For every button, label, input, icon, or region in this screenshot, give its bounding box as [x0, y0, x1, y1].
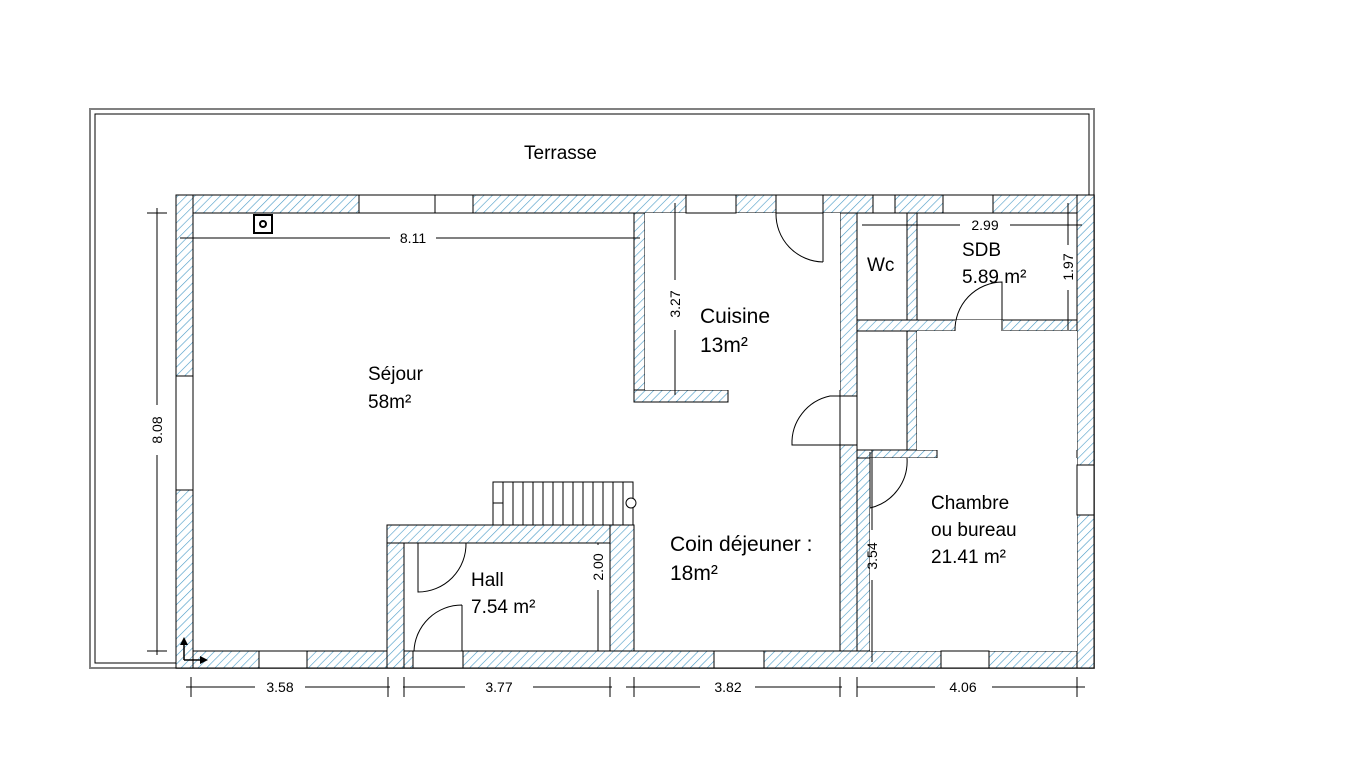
dim-bottom-4: 4.06	[949, 679, 976, 695]
dimension-lines	[147, 203, 1085, 697]
room-cuisine-label: Cuisine	[700, 305, 770, 328]
wall-hall-right	[609, 524, 635, 652]
room-chambre-label: Chambre	[931, 493, 1009, 514]
room-wc-label: Wc	[867, 255, 894, 276]
dim-bottom-3: 3.82	[714, 679, 741, 695]
room-hall-label: Hall	[471, 570, 504, 591]
room-coin-label: Coin déjeuner :	[670, 533, 812, 556]
room-terrasse-label: Terrasse	[524, 143, 597, 164]
room-sejour-label: Séjour	[368, 364, 424, 385]
origin-axis-icon	[180, 637, 208, 664]
wall-right	[1076, 194, 1095, 669]
room-hall-area: 7.54 m²	[471, 597, 535, 618]
wall-kitchen-right	[839, 212, 858, 397]
dim-hall-height: 2.00	[590, 553, 606, 580]
chimney-icon	[253, 214, 273, 234]
dim-corridor-height: 3.54	[864, 542, 880, 569]
wall-wc-right	[906, 212, 918, 459]
wall-hall-top	[386, 524, 635, 544]
room-sdb-label: SDB	[962, 240, 1001, 261]
windows	[175, 194, 1095, 669]
wall-hall-left	[386, 524, 405, 669]
dim-sejour-width: 8.11	[400, 230, 426, 246]
dim-bottom-2: 3.77	[485, 679, 512, 695]
walls	[175, 194, 1095, 669]
wall-chambre-stub	[856, 449, 938, 459]
dim-bottom-1: 3.58	[266, 679, 293, 695]
dim-sdb-width: 2.99	[971, 217, 998, 233]
room-coin-area: 18m²	[670, 562, 718, 585]
room-cuisine-area: 13m²	[700, 334, 748, 357]
dim-sejour-height: 8.08	[149, 416, 165, 443]
stairs	[492, 481, 637, 526]
wall-corridor-left	[839, 444, 858, 652]
wall-kitchen-stub	[633, 389, 729, 403]
dim-cuisine-height: 3.27	[667, 290, 683, 317]
room-chambre-label-2: ou bureau	[931, 520, 1017, 541]
wall-kitchen	[633, 212, 646, 403]
doors	[413, 194, 1003, 652]
room-sejour-area: 58m²	[368, 392, 411, 413]
dim-sdb-height: 1.97	[1060, 253, 1076, 280]
room-chambre-area: 21.41 m²	[931, 547, 1006, 568]
room-sdb-area: 5.89 m²	[962, 267, 1026, 288]
